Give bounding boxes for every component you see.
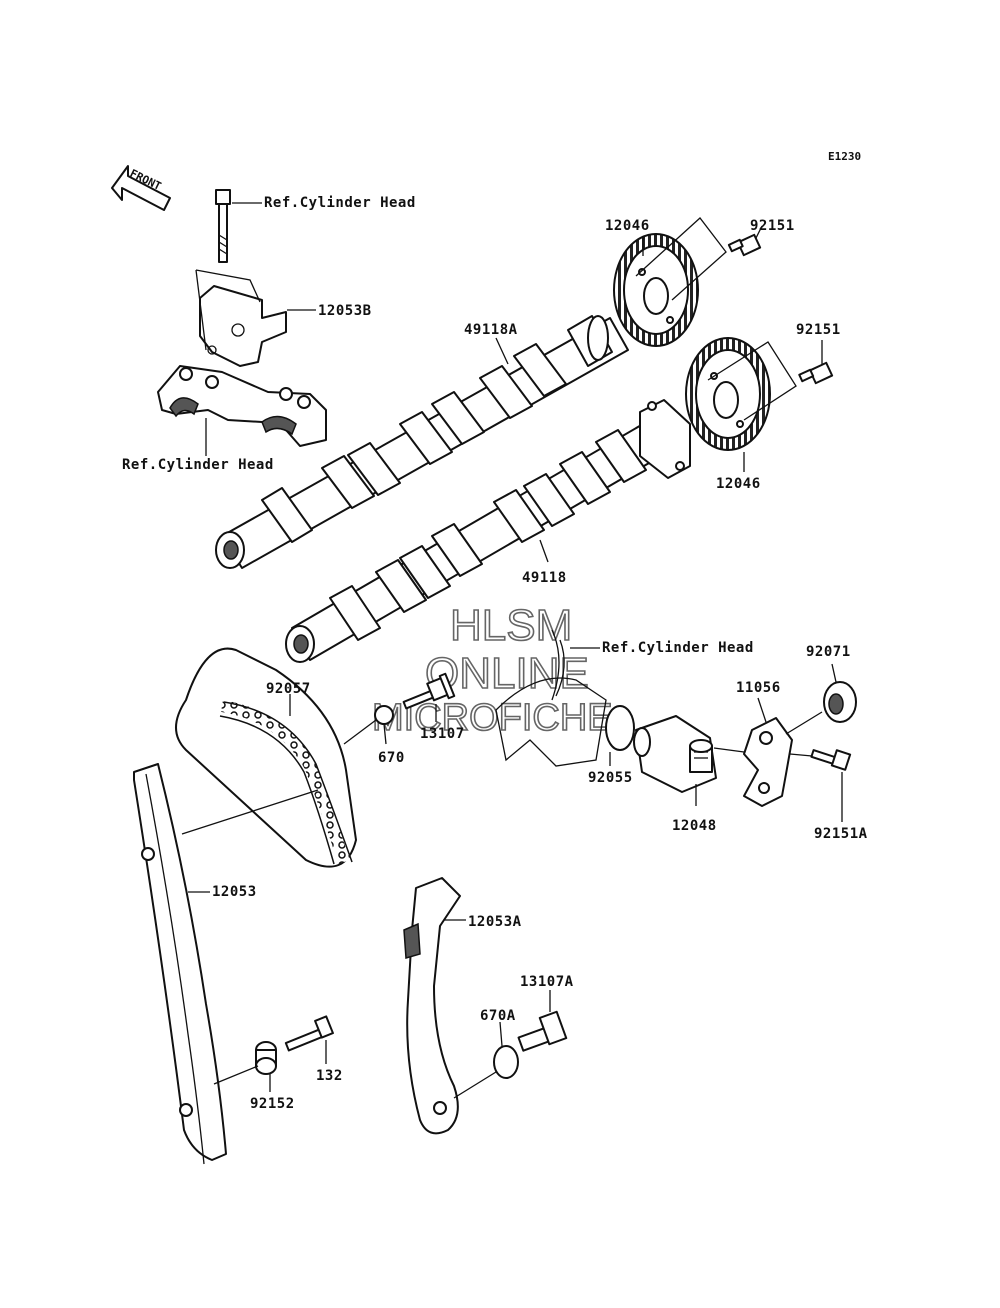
part-label-12048: 12048: [672, 818, 717, 834]
part-label-12053a: 12053A: [468, 914, 522, 930]
part-label-49118a: 49118A: [464, 322, 518, 338]
tensioner-bracket-11056: [743, 717, 793, 807]
part-label-92055: 92055: [588, 770, 633, 786]
intake-camshaft-49118: [285, 399, 691, 663]
chain-guide-bracket-12053b: [199, 285, 287, 367]
part-label-92151a: 92151A: [814, 826, 868, 842]
part-label-92057: 92057: [266, 681, 311, 697]
chain-tensioner-12048: [633, 715, 717, 793]
tensioner-cap-92071: [823, 681, 857, 723]
bracket-bolt-92151a: [810, 749, 852, 771]
part-label-670: 670: [378, 750, 405, 766]
camshaft-sprocket-upper: [613, 233, 699, 347]
part-label-92071: 92071: [806, 644, 851, 660]
watermark: HLSM ONLINE MICROFICHE: [371, 600, 613, 740]
camshaft-sprocket-lower: [685, 337, 771, 451]
part-label-670a: 670A: [480, 1008, 516, 1024]
part-label-49118: 49118: [522, 570, 567, 586]
sprocket-bolt-upper: [727, 233, 762, 257]
cylinder-head-fragment: [495, 629, 607, 767]
part-label-12046-lower: 12046: [716, 476, 761, 492]
part-label-92152: 92152: [250, 1096, 295, 1112]
chain-guide-bolt-13107: [402, 672, 456, 710]
tensioner-guide-12053a: [403, 877, 461, 1135]
part-label-13107a: 13107A: [520, 974, 574, 990]
sprocket-bolt-lower: [798, 361, 834, 385]
o-ring-92055: [605, 705, 635, 751]
part-label-12053b: 12053B: [318, 303, 372, 319]
part-label-12053: 12053: [212, 884, 257, 900]
part-label-92151-upper: 92151: [750, 218, 795, 234]
part-label-92151-lower: 92151: [796, 322, 841, 338]
exhaust-camshaft-49118a: [215, 315, 629, 569]
part-label-13107: 13107: [420, 726, 465, 742]
ref-cylinder-head-label-2: Ref.Cylinder Head: [122, 457, 274, 473]
tensioner-guide-bolt-13107a: [517, 1010, 568, 1052]
part-label-12046-upper: 12046: [605, 218, 650, 234]
svg-text:HLSM: HLSM: [450, 601, 572, 650]
o-ring-670a: [493, 1045, 519, 1079]
timing-chain: [175, 647, 358, 868]
part-label-11056: 11056: [736, 680, 781, 696]
guide-bolt-132: [284, 1015, 334, 1052]
front-arrow-icon: FRONT: [111, 165, 171, 211]
diagram-code: E1230: [828, 150, 861, 163]
guide-collar-92152: [255, 1041, 277, 1075]
cam-cap-bolt: [215, 189, 231, 263]
camshaft-cap: [157, 365, 327, 447]
ref-cylinder-head-label-1: Ref.Cylinder Head: [264, 195, 416, 211]
ref-cylinder-head-label-3: Ref.Cylinder Head: [602, 640, 754, 656]
chain-guide-12053: [133, 763, 227, 1165]
o-ring-670: [374, 705, 394, 725]
part-label-132: 132: [316, 1068, 343, 1084]
